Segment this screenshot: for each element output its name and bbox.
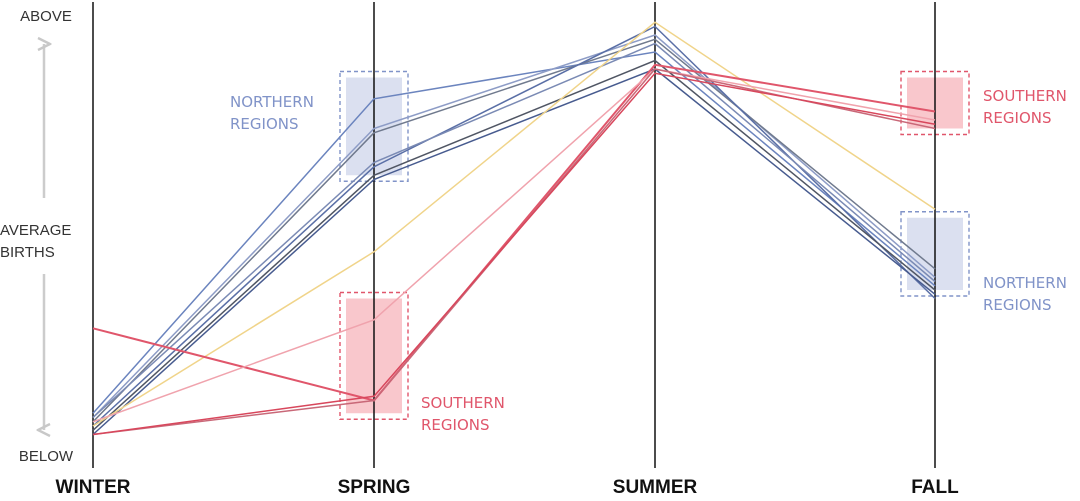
annotation-2-line-1: REGIONS [983, 109, 1052, 127]
series-line-0-northern [92, 51, 936, 414]
y-label-top: ABOVE [20, 8, 72, 25]
y-label-middle: AVERAGE BIRTHS [0, 220, 92, 264]
category-labels: WINTER SPRING SUMMER FALL [56, 477, 960, 498]
series-lines [92, 21, 936, 436]
annotation-0-line-0: NORTHERN [230, 93, 314, 111]
category-label-summer: SUMMER [613, 477, 698, 498]
annotation-1-line-0: SOUTHERN [421, 394, 505, 412]
series-line-6-northern [92, 42, 936, 419]
highlight-frame-3 [900, 211, 970, 297]
category-label-spring: SPRING [338, 477, 411, 498]
y-label-bottom: BELOW [18, 448, 74, 465]
series-line-9-southern [92, 68, 936, 423]
category-label-winter: WINTER [56, 477, 131, 498]
series-line-5-northern [92, 68, 936, 436]
series-line-1-northern [92, 34, 936, 419]
annotation-3-line-1: REGIONS [983, 296, 1052, 314]
season-axes [92, 2, 936, 468]
series-line-4-northern [92, 59, 936, 431]
region-annotations: NORTHERN REGIONS SOUTHERN REGIONS SOUTHERN RE… [230, 87, 1067, 434]
category-label-fall: FALL [911, 477, 959, 498]
series-line-8-southern [92, 63, 936, 402]
annotation-0-line-1: REGIONS [230, 115, 299, 133]
series-line-7-yellow [92, 21, 936, 427]
series-line-11-southern [92, 72, 936, 436]
y-label-middle-line-1: AVERAGE [0, 222, 72, 239]
annotation-3-line-0: NORTHERN [983, 274, 1067, 292]
annotation-2-line-0: SOUTHERN [983, 87, 1067, 105]
series-line-2-northern [92, 38, 936, 423]
y-label-middle-line-2: BIRTHS [0, 244, 55, 261]
annotation-1-line-1: REGIONS [421, 416, 490, 434]
